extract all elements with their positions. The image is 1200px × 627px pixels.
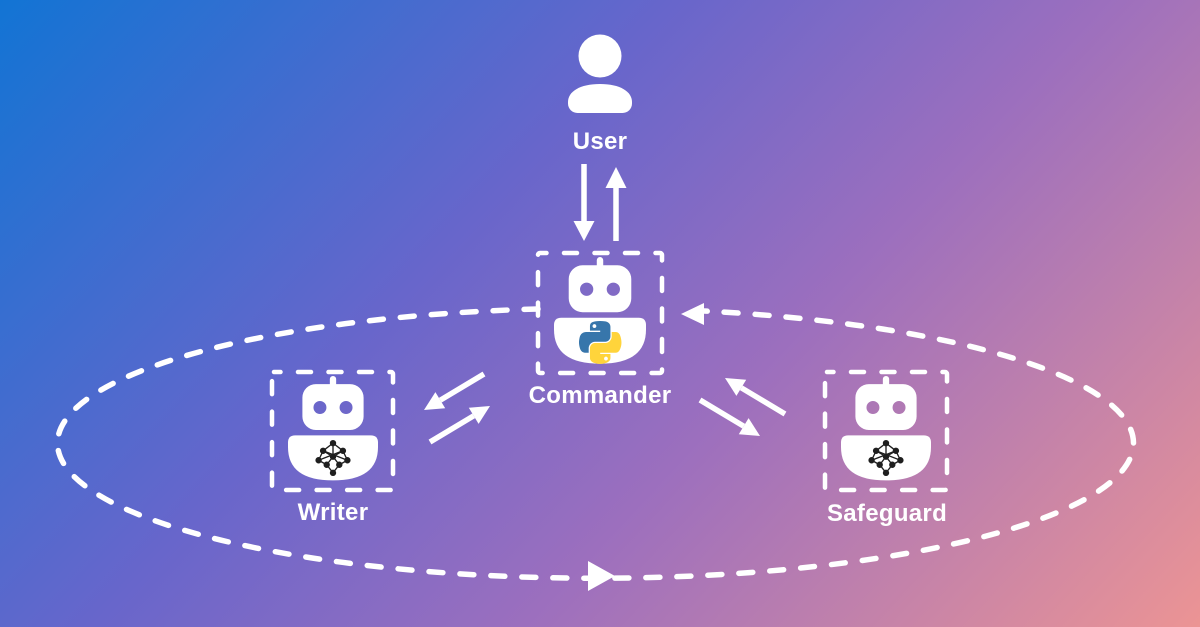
commander-label: Commander xyxy=(528,382,672,409)
python-icon xyxy=(579,321,622,364)
user-label: User xyxy=(572,128,628,155)
arrow-safeguard-to-commander xyxy=(725,378,787,417)
arrow-commander-to-writer xyxy=(424,371,486,410)
arrow-commander-to-user xyxy=(605,167,627,241)
safeguard-label: Safeguard xyxy=(826,500,948,527)
loop-arrowhead-commander xyxy=(681,303,704,325)
safeguard-robot-icon xyxy=(841,376,931,481)
commander-robot-icon xyxy=(554,257,646,364)
group-loop-ellipse xyxy=(54,306,1137,581)
writer-label: Writer xyxy=(297,499,369,526)
arrow-writer-to-commander xyxy=(428,406,490,445)
commander-agent-box xyxy=(535,250,665,376)
loop-arrowhead-bottom xyxy=(588,561,615,591)
writer-agent-box xyxy=(269,369,396,493)
arrow-commander-to-safeguard xyxy=(698,397,760,436)
arrow-user-to-commander xyxy=(573,164,595,241)
user-icon xyxy=(568,34,632,113)
safeguard-agent-box xyxy=(822,369,950,493)
writer-robot-icon xyxy=(288,376,378,481)
